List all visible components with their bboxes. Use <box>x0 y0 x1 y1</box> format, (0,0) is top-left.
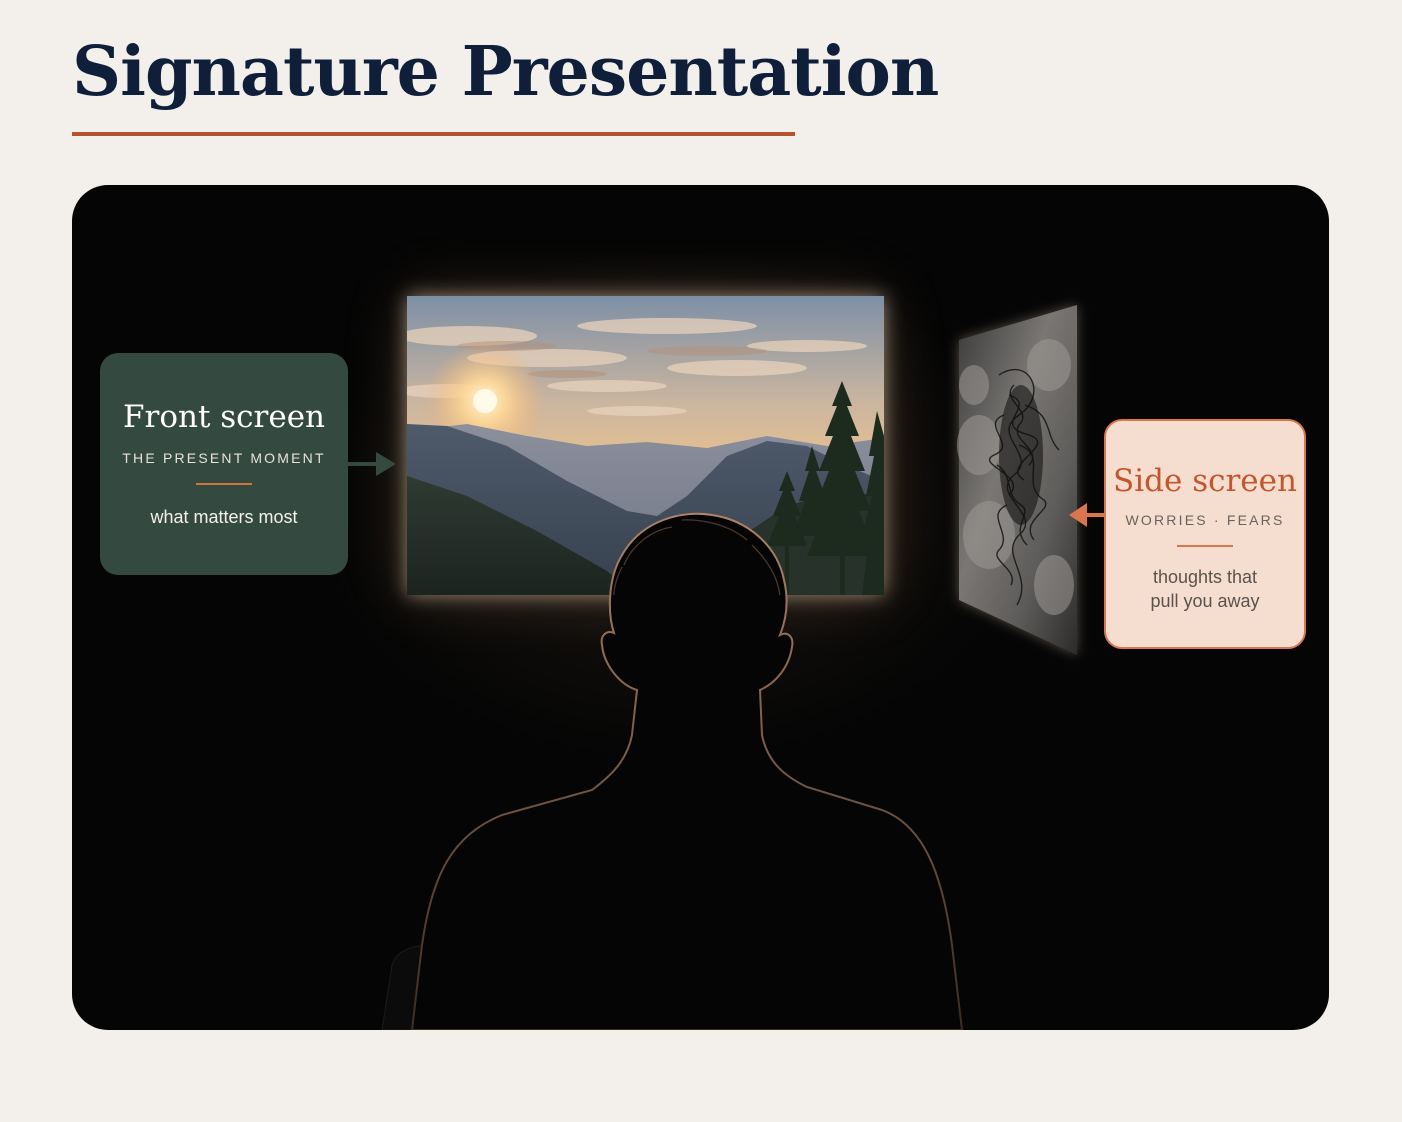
presentation-stage: Front screen THE PRESENT MOMENT what mat… <box>72 185 1329 1030</box>
side-screen-callout: Side screen WORRIES · FEARS thoughts tha… <box>1104 419 1306 649</box>
front-callout-subtitle: THE PRESENT MOMENT <box>122 450 326 466</box>
side-callout-title: Side screen <box>1113 463 1297 499</box>
front-arrow-icon <box>348 452 396 476</box>
front-screen-callout: Front screen THE PRESENT MOMENT what mat… <box>100 353 348 575</box>
side-arrow-icon <box>1069 503 1107 527</box>
side-callout-subtitle: WORRIES · FEARS <box>1125 512 1285 528</box>
side-callout-description: thoughts that pull you away <box>1106 565 1304 613</box>
page-title: Signature Presentation <box>72 32 939 112</box>
front-callout-title: Front screen <box>122 399 325 435</box>
side-callout-divider <box>1177 545 1233 547</box>
front-callout-description: what matters most <box>150 507 298 527</box>
side-callout-description-line-2: pull you away <box>1150 591 1260 611</box>
side-screen-image <box>957 305 1077 655</box>
title-underline <box>72 132 795 136</box>
viewer-silhouette <box>352 505 992 1030</box>
side-callout-description-line-1: thoughts that <box>1152 567 1258 587</box>
front-callout-divider <box>196 483 252 485</box>
